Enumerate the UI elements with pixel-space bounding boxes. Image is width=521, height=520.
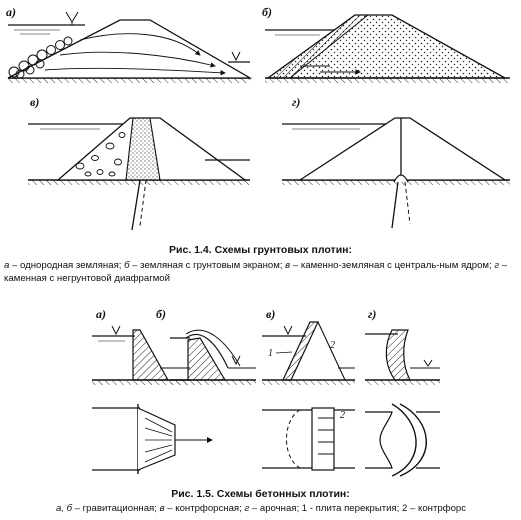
legend-text-c: – каменно-земляная с централь-ным ядром; xyxy=(290,260,495,271)
figure-1-5-legend: а, б – гравитационная; в – контрфорсная;… xyxy=(4,502,518,515)
element-number-2-plan: 2 xyxy=(340,410,345,421)
figure-1-5-d-plan xyxy=(365,403,440,477)
figure-1-5-c: в) 1 2 xyxy=(262,307,355,385)
figure-label-a: а) xyxy=(96,307,106,321)
figure-label-b: б) xyxy=(262,5,272,19)
element-number-1: 1 xyxy=(268,348,273,359)
figure-1-4-d: г) xyxy=(282,95,510,229)
legend-key-d: г xyxy=(494,260,500,271)
figure-label-b: б) xyxy=(156,307,166,321)
figure-1-4-c: в) xyxy=(28,95,250,231)
figure-1-5-a: а) xyxy=(92,307,190,385)
figure-label-a: а) xyxy=(6,5,16,19)
figure-1-4-caption: Рис. 1.4. Схемы грунтовых плотин: xyxy=(169,244,352,256)
legend-text-g: – арочная; 1 - плита перекрытия; 2 – кон… xyxy=(249,503,467,514)
element-number-2: 2 xyxy=(330,340,335,351)
legend-key-ab: а, б xyxy=(55,503,73,514)
figure-1-4-b: б) xyxy=(262,5,510,83)
legend-text-v: – контрфорсная; xyxy=(164,503,245,514)
figure-1-4-legend: а – однородная земляная; б – земляная с … xyxy=(4,259,518,285)
figure-1-4-a: а) xyxy=(6,5,253,83)
legend-key-c: в xyxy=(285,260,291,271)
figure-1-5-ab-plan xyxy=(92,404,213,474)
legend-text-d: – каменная с негрунтовой диафрагмой xyxy=(4,260,508,284)
figure-label-d: г) xyxy=(292,95,300,109)
legend-key-g: г xyxy=(244,503,250,514)
figure-1-5-b: б) xyxy=(156,307,256,385)
figure-1-5-d: г) xyxy=(365,307,440,385)
legend-key-a: а xyxy=(4,260,10,271)
legend-text-b: – земляная с грунтовым экраном; xyxy=(129,260,286,271)
figure-label-c: в) xyxy=(266,307,275,321)
legend-text-a: – однородная земляная; xyxy=(9,260,125,271)
figure-label-d: г) xyxy=(368,307,376,321)
legend-key-v: в xyxy=(159,503,165,514)
figure-1-5-c-plan: 2 xyxy=(262,407,355,471)
figure-1-5-caption: Рис. 1.5. Схемы бетонных плотин: xyxy=(171,488,350,500)
legend-key-b: б xyxy=(124,260,130,271)
legend-text-ab: – гравитационная; xyxy=(72,503,160,514)
figure-label-c: в) xyxy=(30,95,39,109)
